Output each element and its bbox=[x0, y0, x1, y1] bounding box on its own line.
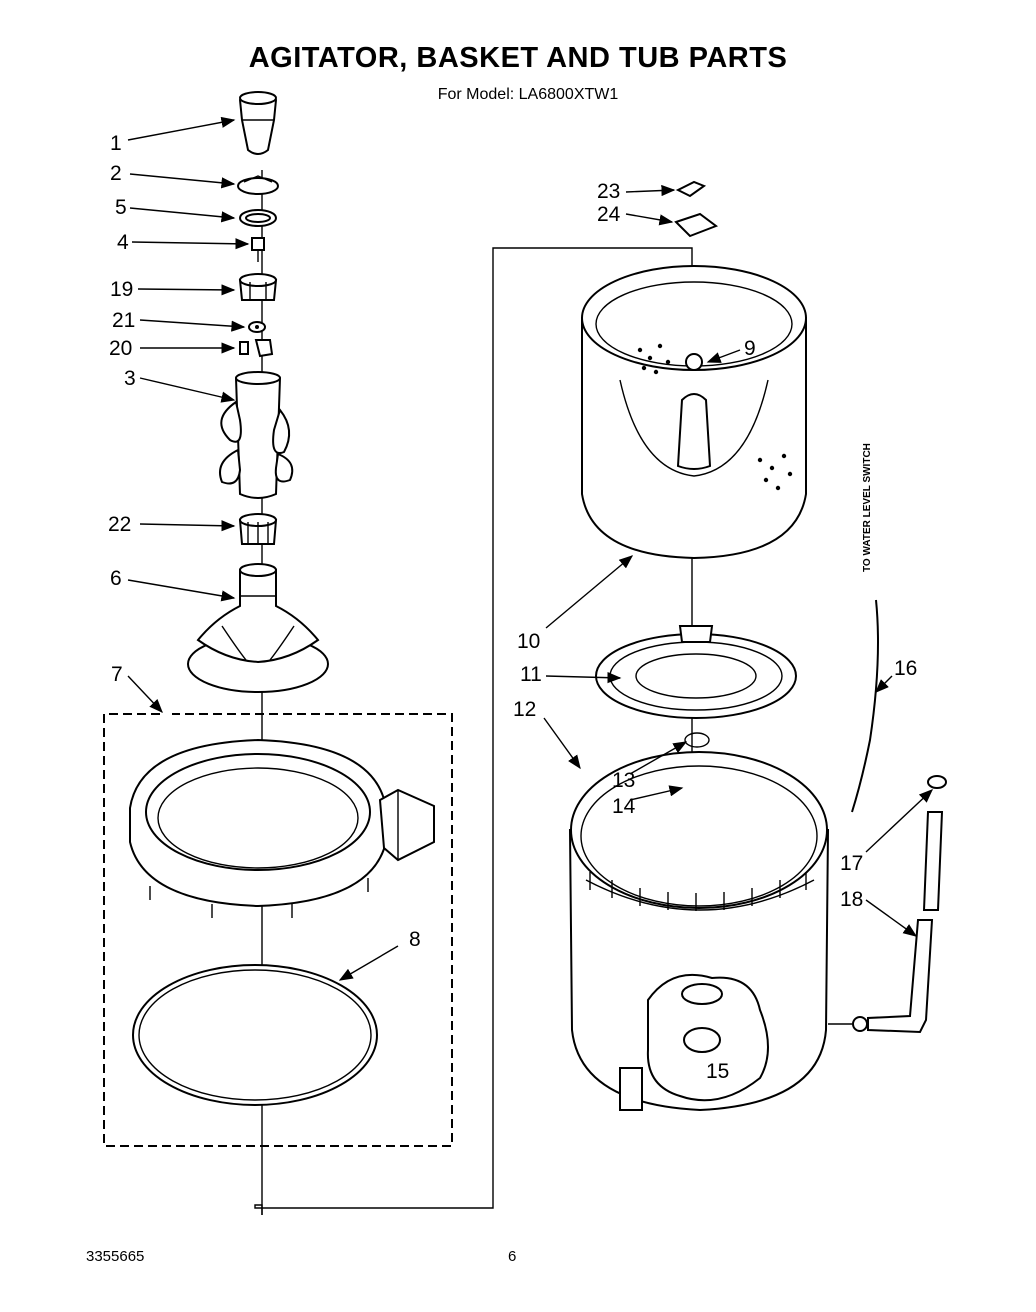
callout-10: 10 bbox=[517, 630, 540, 653]
agitator-cap-part bbox=[238, 91, 278, 155]
callout-1: 1 bbox=[110, 132, 122, 155]
callout-15: 15 bbox=[706, 1060, 729, 1083]
dogs-part bbox=[239, 339, 274, 358]
callout-18: 18 bbox=[840, 888, 863, 911]
snap-ring-part bbox=[684, 732, 710, 748]
retainer-plate-part bbox=[674, 212, 719, 238]
agitator-base-part bbox=[187, 563, 329, 693]
callout-5: 5 bbox=[115, 196, 127, 219]
water-level-hose-part bbox=[851, 599, 879, 813]
washer-part bbox=[248, 321, 266, 333]
callout-20: 20 bbox=[109, 337, 132, 360]
tub-ring-part bbox=[129, 738, 435, 918]
water-level-switch-text: TO WATER LEVEL SWITCH bbox=[862, 443, 873, 572]
callout-4: 4 bbox=[117, 231, 129, 254]
drain-hose-part bbox=[828, 811, 944, 1034]
callout-9: 9 bbox=[744, 337, 756, 360]
callout-16: 16 bbox=[894, 657, 917, 680]
callout-6: 6 bbox=[110, 567, 122, 590]
agitator-barrel-part bbox=[219, 371, 294, 499]
callout-12: 12 bbox=[513, 698, 536, 721]
callout-labels: 1 2 5 4 19 21 20 3 22 6 7 8 23 24 9 10 1… bbox=[108, 132, 917, 1083]
doc-number: 3355665 bbox=[86, 1248, 145, 1265]
page-number: 6 bbox=[508, 1248, 517, 1265]
model-subtitle: For Model: LA6800XTW1 bbox=[437, 86, 619, 103]
callout-23: 23 bbox=[597, 180, 620, 203]
callout-13: 13 bbox=[612, 769, 635, 792]
page-title: AGITATOR, BASKET AND TUB PARTS bbox=[248, 42, 788, 74]
cam-part bbox=[237, 175, 279, 195]
callout-3: 3 bbox=[124, 367, 136, 390]
callout-24: 24 bbox=[597, 203, 621, 226]
water-level-switch-note: TO WATER LEVEL SWITCH bbox=[862, 443, 873, 572]
bolt-part bbox=[251, 237, 265, 262]
callout-19: 19 bbox=[110, 278, 133, 301]
brake-ring-part bbox=[595, 625, 797, 719]
clip-part bbox=[675, 180, 707, 198]
callout-11: 11 bbox=[520, 663, 542, 686]
callout-7: 7 bbox=[111, 663, 123, 686]
callout-14: 14 bbox=[612, 795, 636, 818]
basket-part bbox=[581, 265, 807, 560]
callout-2: 2 bbox=[110, 162, 122, 185]
callout-22: 22 bbox=[108, 513, 131, 536]
retainer-part bbox=[238, 273, 278, 301]
hose-clamp-part bbox=[927, 775, 947, 789]
tub-ring-kit-box bbox=[103, 713, 453, 1147]
callout-21: 21 bbox=[112, 309, 135, 332]
outer-tub-part bbox=[568, 751, 830, 1112]
seal-part bbox=[132, 964, 378, 1106]
leader-arrows bbox=[127, 116, 934, 981]
ring-part bbox=[239, 209, 277, 227]
callout-8: 8 bbox=[409, 928, 421, 951]
callout-17: 17 bbox=[840, 852, 863, 875]
bearing-part bbox=[238, 513, 278, 545]
